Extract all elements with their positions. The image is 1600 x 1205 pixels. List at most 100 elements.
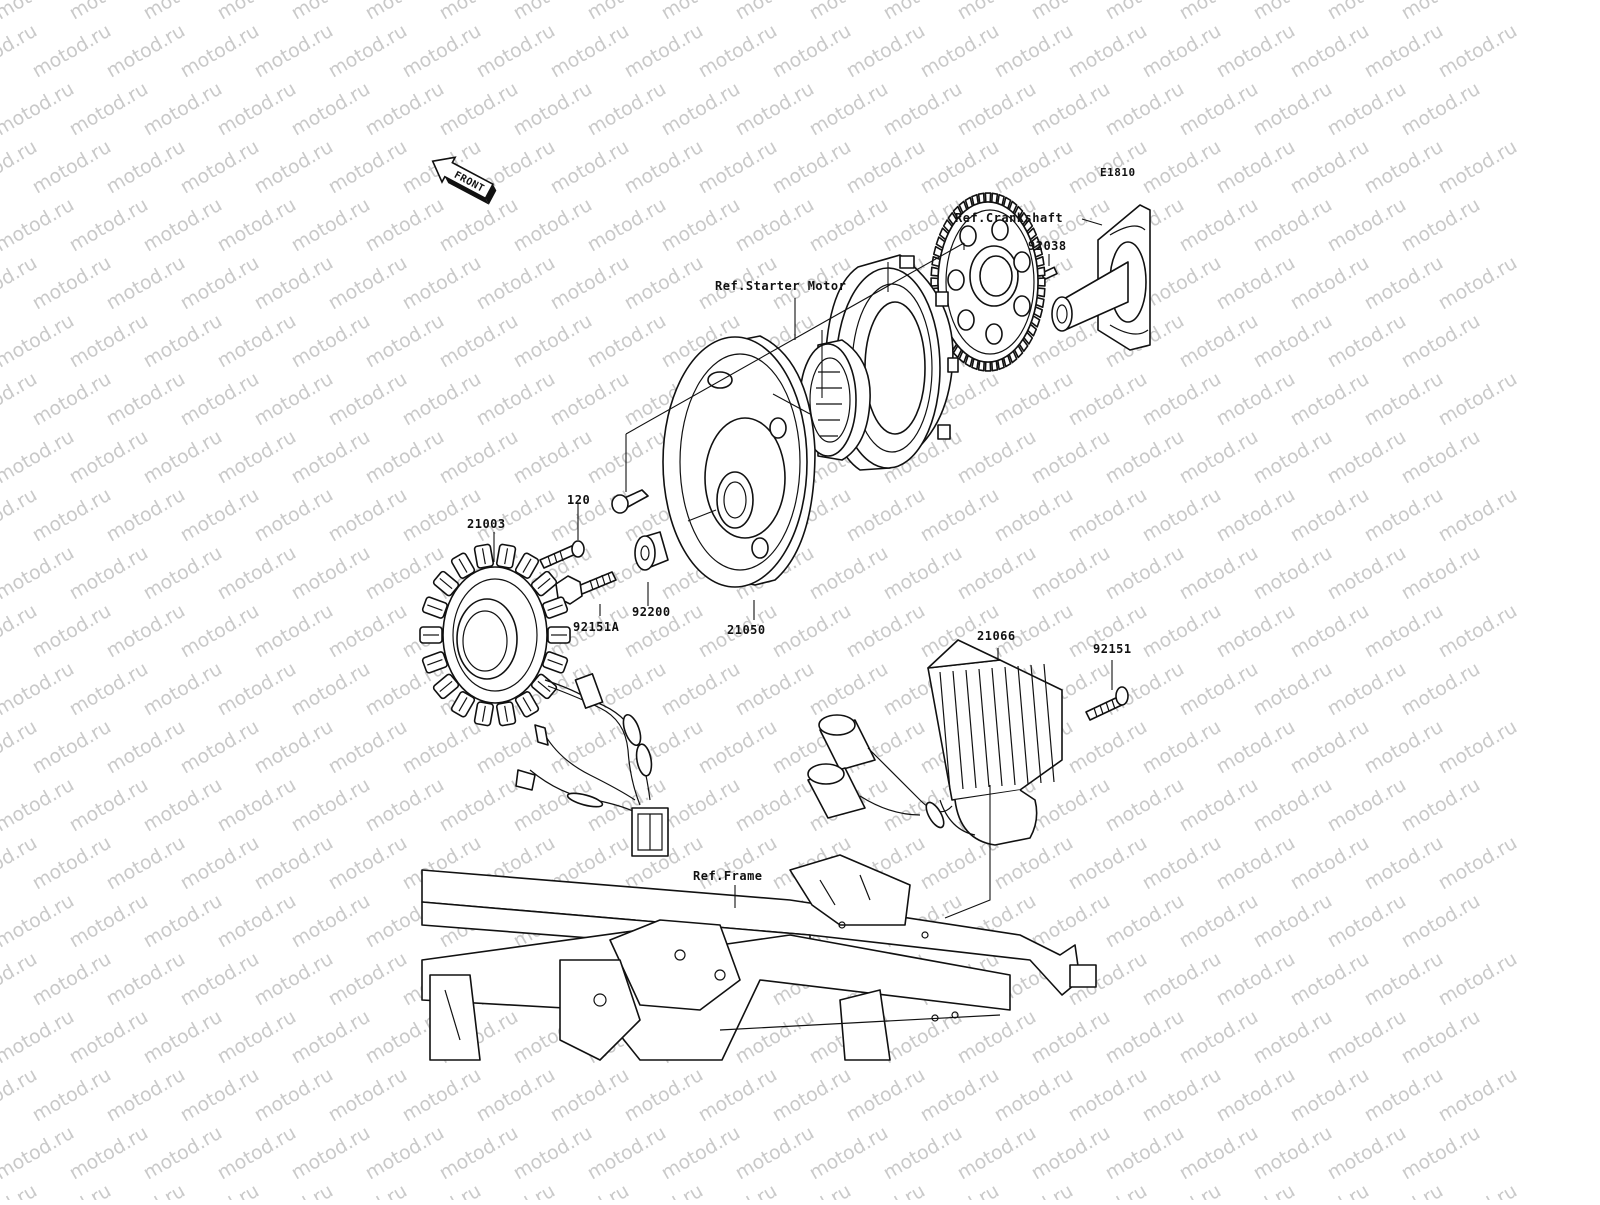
frame <box>421 854 1097 1061</box>
watermark-text: motod.ru <box>214 774 300 837</box>
watermark-text: motod.ru <box>0 310 78 373</box>
watermark-text: motod.ru <box>177 20 263 83</box>
regulator-fin <box>1030 664 1042 784</box>
watermark-text: motod.ru <box>954 426 1040 489</box>
watermark-text: motod.ru <box>510 78 596 141</box>
watermark-text: motod.ru <box>1250 890 1336 953</box>
watermark-text: motod.ru <box>917 136 1003 199</box>
watermark-text: motod.ru <box>177 1180 263 1200</box>
watermark-text: motod.ru <box>1139 136 1225 199</box>
watermark-text: motod.ru <box>66 1006 152 1069</box>
watermark-text: motod.ru <box>1102 542 1188 605</box>
part-92151a-label: 92151A <box>573 620 620 634</box>
watermark-text: motod.ru <box>1361 832 1447 895</box>
watermark-text: motod.ru <box>66 310 152 373</box>
regulator-fin <box>952 670 964 790</box>
stator-winding-line <box>481 705 486 722</box>
watermark-text: motod.ru <box>288 890 374 953</box>
watermark-text: motod.ru <box>251 832 337 895</box>
watermark-text: motod.ru <box>584 194 670 257</box>
watermark-text: motod.ru <box>66 0 152 24</box>
watermark-text: motod.ru <box>0 1180 41 1200</box>
watermark-text: motod.ru <box>29 1180 115 1200</box>
watermark-text: motod.ru <box>695 1064 781 1127</box>
stator-winding-line <box>537 577 551 590</box>
watermark-text: motod.ru <box>1398 0 1484 24</box>
stator-winding-line <box>522 697 532 712</box>
watermark-text: motod.ru <box>1324 194 1410 257</box>
watermark-text: motod.ru <box>1250 1122 1336 1185</box>
watermark-text: motod.ru <box>177 368 263 431</box>
watermark-text: motod.ru <box>584 1122 670 1185</box>
watermark-text: motod.ru <box>695 832 781 895</box>
watermark-text: motod.ru <box>66 774 152 837</box>
watermark-text: motod.ru <box>473 368 559 431</box>
watermark-text: motod.ru <box>1435 832 1521 895</box>
watermark-text: motod.ru <box>510 310 596 373</box>
watermark-text: motod.ru <box>1398 542 1484 605</box>
watermark-text: motod.ru <box>362 194 448 257</box>
stator-winding-line <box>427 659 443 666</box>
watermark-text: motod.ru <box>66 78 152 141</box>
watermark-text: motod.ru <box>214 194 300 257</box>
watermark-text: motod.ru <box>1176 774 1262 837</box>
watermark-text: motod.ru <box>1139 832 1225 895</box>
watermark-text: motod.ru <box>1324 1006 1410 1069</box>
watermark-text: motod.ru <box>732 658 818 721</box>
diagram-code: E1810 <box>1100 166 1136 179</box>
watermark-text: motod.ru <box>1102 1122 1188 1185</box>
bolt-92151 <box>1085 686 1129 721</box>
watermark-text: motod.ru <box>103 368 189 431</box>
watermark-text: motod.ru <box>177 136 263 199</box>
watermark-text: motod.ru <box>177 600 263 663</box>
watermark-text: motod.ru <box>769 1064 855 1127</box>
watermark-text: motod.ru <box>1065 1064 1151 1127</box>
watermark-text: motod.ru <box>29 136 115 199</box>
watermark-text: motod.ru <box>843 484 929 547</box>
watermark-text: motod.ru <box>1361 20 1447 83</box>
stator-winding-line <box>481 548 486 565</box>
watermark-text: motod.ru <box>1287 20 1373 83</box>
watermark-text: motod.ru <box>1102 1006 1188 1069</box>
stator-winding-line <box>439 680 453 693</box>
watermark-text: motod.ru <box>1028 774 1114 837</box>
watermark-text: motod.ru <box>288 1006 374 1069</box>
watermark-text: motod.ru <box>399 252 485 315</box>
watermark-text: motod.ru <box>1139 252 1225 315</box>
watermark-text: motod.ru <box>584 0 670 24</box>
watermark-text: motod.ru <box>547 20 633 83</box>
watermark-text: motod.ru <box>1213 716 1299 779</box>
watermark-text: motod.ru <box>621 136 707 199</box>
watermark-text: motod.ru <box>1250 774 1336 837</box>
watermark-text: motod.ru <box>917 484 1003 547</box>
watermark-text: motod.ru <box>1102 890 1188 953</box>
watermark-text: motod.ru <box>436 310 522 373</box>
watermark-text: motod.ru <box>1324 426 1410 489</box>
watermark-text: motod.ru <box>1287 368 1373 431</box>
watermark-text: motod.ru <box>251 1064 337 1127</box>
watermark-text: motod.ru <box>29 20 115 83</box>
watermark-text: motod.ru <box>1324 774 1410 837</box>
watermark-text: motod.ru <box>325 716 411 779</box>
watermark-text: motod.ru <box>658 0 744 24</box>
watermark-text: motod.ru <box>695 20 781 83</box>
watermark-text: motod.ru <box>954 0 1040 24</box>
watermark-text: motod.ru <box>0 78 78 141</box>
watermark-text: motod.ru <box>436 774 522 837</box>
watermark-text: motod.ru <box>362 426 448 489</box>
watermark-text: motod.ru <box>66 426 152 489</box>
watermark-text: motod.ru <box>1139 20 1225 83</box>
watermark-text: motod.ru <box>1398 426 1484 489</box>
part-21066-label: 21066 <box>977 629 1016 643</box>
stator-winding-line <box>547 659 563 666</box>
watermark-text: motod.ru <box>1435 1064 1521 1127</box>
watermark-text: motod.ru <box>214 1122 300 1185</box>
watermark-text: motod.ru <box>1250 78 1336 141</box>
watermark-text: motod.ru <box>880 1122 966 1185</box>
gear-tooth <box>984 192 992 203</box>
watermark-text: motod.ru <box>917 20 1003 83</box>
clutch-bolt <box>611 489 649 514</box>
watermark-text: motod.ru <box>769 20 855 83</box>
watermark-text: motod.ru <box>1287 832 1373 895</box>
